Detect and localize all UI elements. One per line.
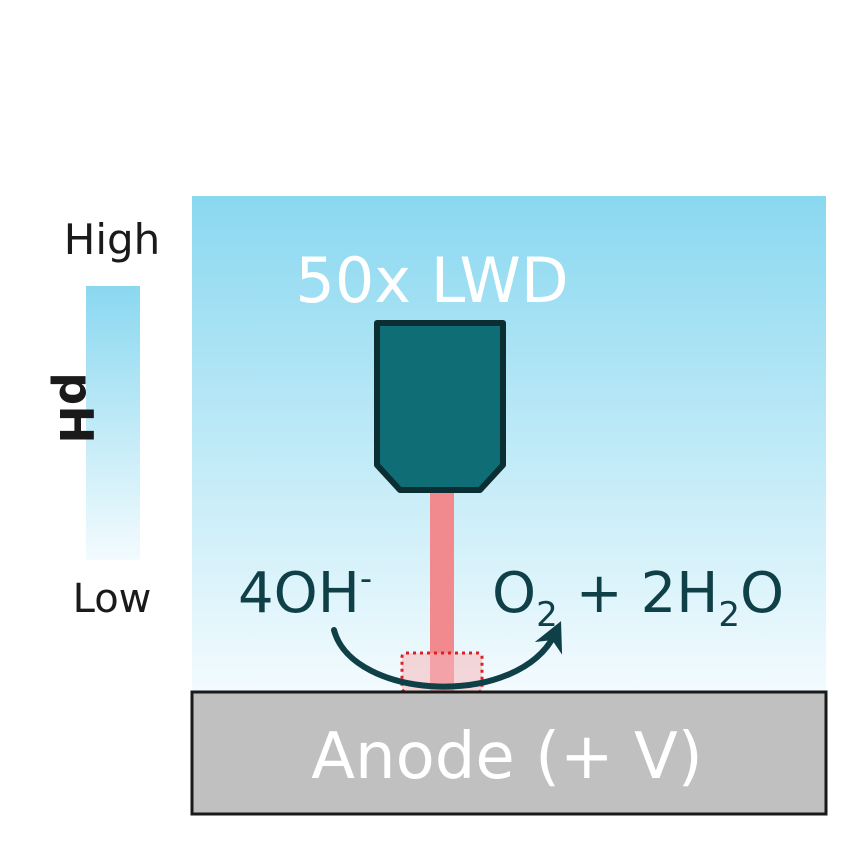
ph-low-label: Low — [73, 576, 152, 622]
reaction-arrow — [331, 621, 563, 690]
objective-label: 50x LWD — [295, 244, 568, 317]
laser-focus-spot — [400, 651, 484, 694]
anode-label: Anode (+ V) — [311, 720, 703, 794]
objective-lens — [374, 320, 506, 493]
anode-electrode — [190, 690, 828, 816]
reaction-reactant: 4OH- — [238, 559, 372, 626]
ph-high-label: High — [64, 215, 161, 264]
ph-axis-label: pH — [49, 372, 103, 443]
reaction-products: O2+2H2O — [492, 561, 784, 635]
ph-gradient-bar — [86, 286, 140, 560]
electrolyte-region — [192, 196, 826, 692]
